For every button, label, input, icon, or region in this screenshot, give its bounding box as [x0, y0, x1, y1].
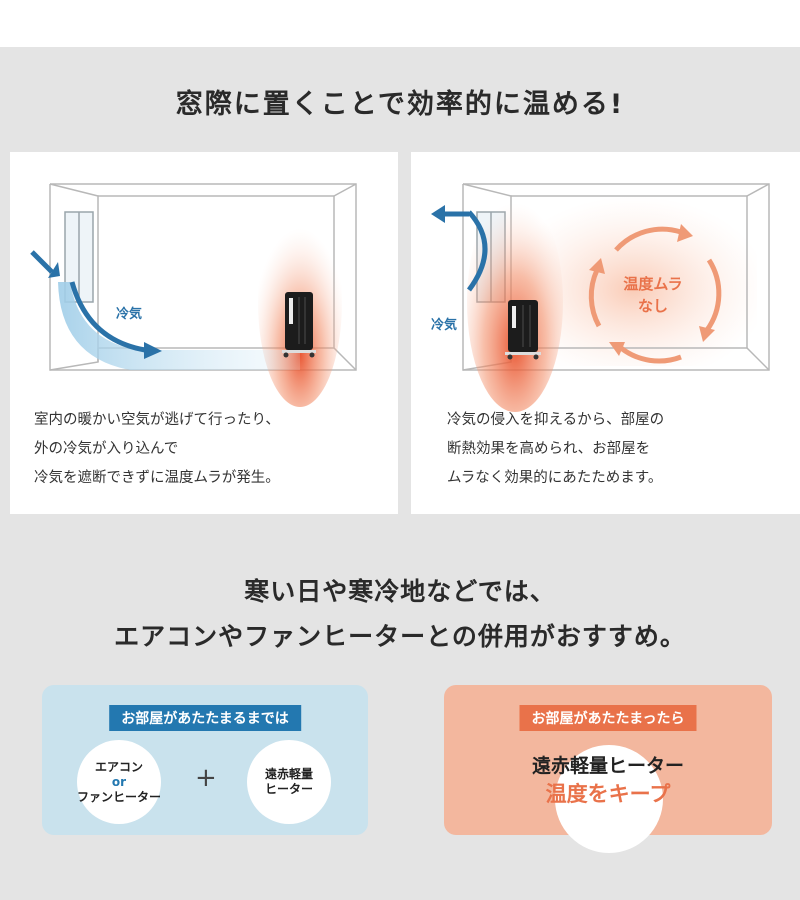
- panel-with-heater: 温度ムラ なし 冷気 冷気の侵入を抑えるから、部屋の 断熱効果を高められ、お部屋…: [411, 152, 800, 514]
- cold-band: [58, 282, 300, 370]
- cycle-label-line2: なし: [638, 297, 668, 315]
- heater-name: 遠赤軽量ヒーター: [531, 755, 684, 777]
- after-warm-box: お部屋があたたまったら 遠赤軽量ヒーター 温度をキープ: [444, 685, 772, 853]
- after-warm-label: お部屋があたたまったら: [519, 705, 697, 731]
- heater-circle: 遠赤軽量 ヒーター: [247, 740, 331, 824]
- panel-without-heater: 冷気 室内の暖かい空気が逃げて行ったり、 外の冷気が入り込んで 冷気を遮断できず…: [10, 152, 398, 514]
- room-illustration-left: 冷気: [30, 183, 357, 407]
- heater-right: [505, 300, 541, 360]
- cycle-label-line1: 温度ムラ: [623, 275, 682, 293]
- aircon-fanheater-circle: エアコン or ファンヒーター: [77, 740, 161, 824]
- before-warm-box: お部屋があたたまるまでは エアコン or ファンヒーター + 遠赤軽量 ヒーター: [42, 685, 368, 835]
- top-band: [0, 0, 800, 47]
- cold-air-label-right: 冷気: [431, 317, 457, 333]
- cold-arrow-blocked: [466, 210, 488, 292]
- left-description: 室内の暖かい空気が逃げて行ったり、 外の冷気が入り込んで 冷気を遮断できずに温度…: [34, 412, 280, 486]
- before-warm-label: お部屋があたたまるまでは: [109, 705, 301, 731]
- cold-arrow-in: [30, 250, 54, 274]
- heater-keep-circle: [555, 745, 663, 853]
- right-description: 冷気の侵入を抑えるから、部屋の 断熱効果を高められ、お部屋を ムラなく効果的にあ…: [447, 412, 665, 486]
- cold-arrow-curve: [69, 281, 146, 353]
- subheading-line1: 寒い日や寒冷地などでは、: [244, 577, 556, 606]
- page-title: 窓際に置くことで効率的に温める!: [175, 89, 625, 120]
- keep-temperature-text: 温度をキープ: [545, 782, 671, 806]
- plus-sign: +: [195, 763, 217, 793]
- subheading-line2: エアコンやファンヒーターとの併用がおすすめ。: [114, 622, 686, 651]
- heater-left: [282, 292, 316, 358]
- room-illustration-right: 温度ムラ なし 冷気: [431, 183, 770, 412]
- cold-air-label: 冷気: [116, 306, 142, 322]
- cycle-arrows: [588, 226, 722, 364]
